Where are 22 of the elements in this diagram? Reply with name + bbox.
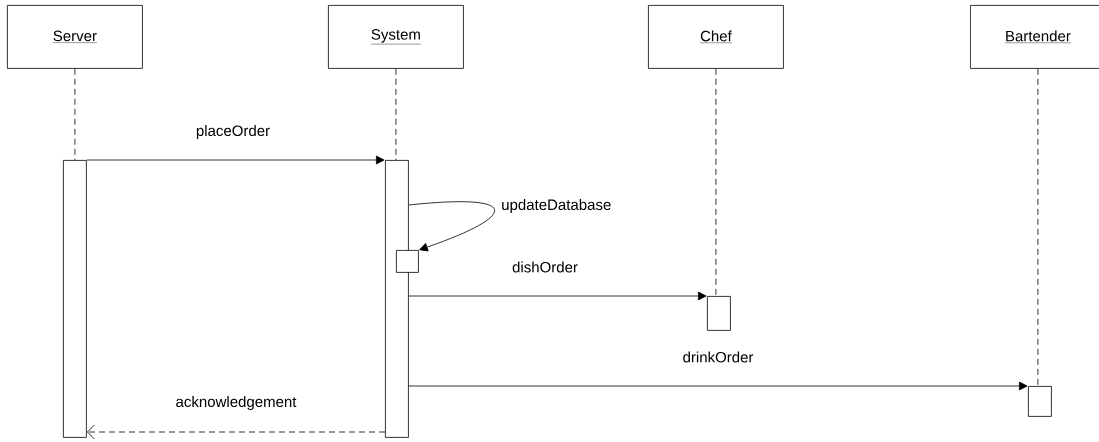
return-message-arrow (86, 424, 386, 440)
message-label: acknowledgement (176, 396, 297, 410)
lifeline-header: Bartender (970, 5, 1099, 69)
activation-bar (1028, 386, 1052, 417)
message-arrow (408, 381, 1028, 391)
lifeline (74, 68, 76, 161)
message-label: placeOrder (196, 125, 270, 139)
lifeline (1037, 68, 1039, 387)
activation-bar (707, 296, 731, 331)
message-arrow (86, 155, 385, 165)
self-message-arrow (408, 201, 495, 252)
lifeline (715, 68, 717, 297)
activation-bar (396, 250, 419, 273)
lifeline (395, 68, 397, 161)
lifeline-header: Server (7, 5, 143, 69)
lifeline-header: System (328, 5, 464, 69)
activation-bar (63, 160, 87, 438)
message-label: dishOrder (512, 261, 578, 273)
message-arrow (408, 291, 707, 301)
message-label: updateDatabase (502, 199, 611, 213)
message-label: drinkOrder (683, 351, 754, 363)
lifeline-header: Chef (648, 5, 784, 69)
